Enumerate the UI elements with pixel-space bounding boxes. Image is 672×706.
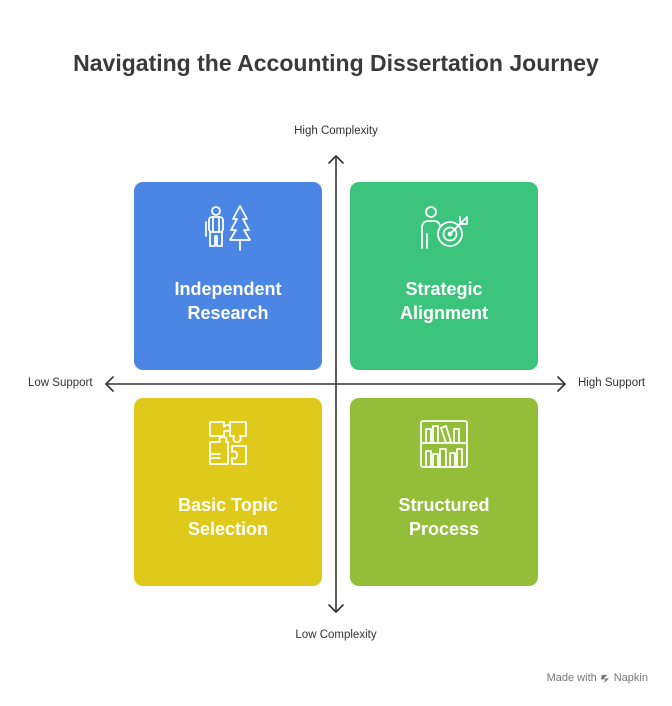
quadrant-label: Independent Research xyxy=(174,279,282,323)
quadrant-basic-topic-selection: Basic Topic Selection xyxy=(134,398,322,586)
quadrant-independent-research: Independent Research xyxy=(134,182,322,370)
quadrant-label: Strategic Alignment xyxy=(400,279,488,323)
axis-label-high-support: High Support xyxy=(578,377,646,389)
person-with-target-icon xyxy=(350,202,538,254)
vertical-axis-bottom-arrow xyxy=(328,604,344,613)
made-with-napkin-footer[interactable]: Made with Napkin xyxy=(547,672,648,684)
quadrant-label: Basic Topic Selection xyxy=(178,495,278,539)
axis-label-low-complexity: Low Complexity xyxy=(295,629,377,641)
napkin-logo-icon xyxy=(600,674,609,683)
puzzle-pieces-icon xyxy=(134,418,322,470)
quadrant-label: Structured Process xyxy=(398,495,490,539)
vertical-axis-top-arrow xyxy=(328,155,344,164)
axis-label-low-support: Low Support xyxy=(28,377,93,389)
hiker-with-tree-icon xyxy=(134,202,322,254)
horizontal-axis-left-arrow xyxy=(105,376,114,392)
axis-label-high-complexity: High Complexity xyxy=(294,125,378,137)
horizontal-axis-right-arrow xyxy=(557,376,566,392)
made-with-text: Made with xyxy=(546,672,597,684)
quadrant-structured-process: Structured Process xyxy=(350,398,538,586)
page-title: Navigating the Accounting Dissertation J… xyxy=(73,50,599,76)
bookshelf-icon xyxy=(350,418,538,470)
napkin-brand-text: Napkin xyxy=(613,672,648,684)
quadrant-strategic-alignment: Strategic Alignment xyxy=(350,182,538,370)
